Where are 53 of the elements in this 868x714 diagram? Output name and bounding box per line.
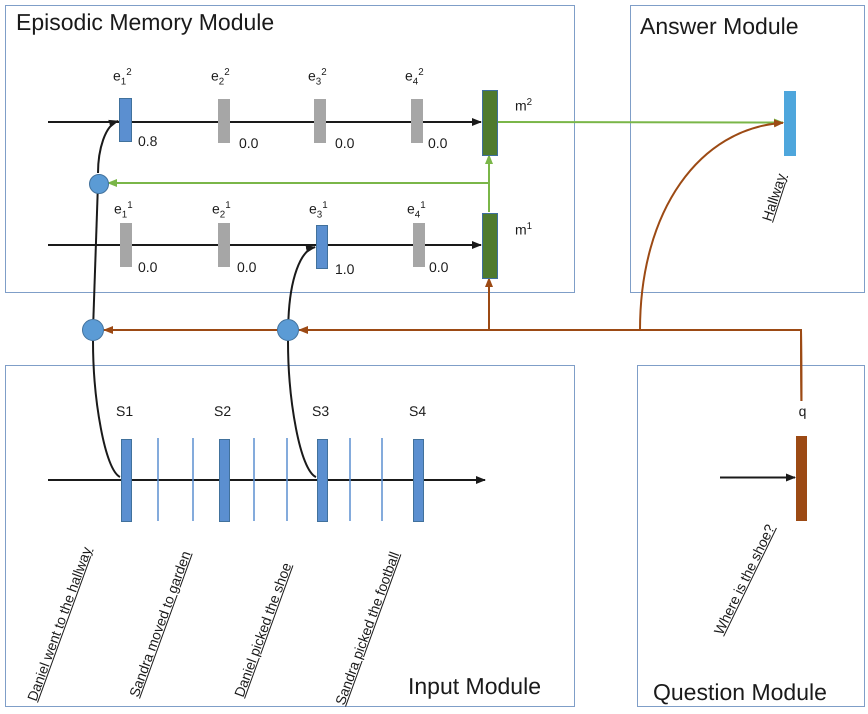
arrow xyxy=(107,179,490,212)
attention-score: 0.0 xyxy=(239,135,258,152)
vector-label: S1 xyxy=(116,403,134,420)
vector-bar xyxy=(219,439,230,522)
module-title: Input Module xyxy=(408,673,541,700)
attention-score: 0.8 xyxy=(138,133,158,150)
arrow xyxy=(48,241,482,249)
module-title: Question Module xyxy=(653,679,827,706)
attention-score: 0.0 xyxy=(428,135,448,152)
vector-bar xyxy=(120,223,132,267)
vector-bar xyxy=(317,439,328,522)
arrow xyxy=(287,246,316,320)
vector-bar xyxy=(784,91,796,156)
arrow xyxy=(497,118,784,126)
attention-score: 1.0 xyxy=(335,261,354,278)
vector-bar xyxy=(119,98,132,142)
gate-circle xyxy=(277,319,299,341)
gate-circle xyxy=(89,174,109,194)
vector-bar xyxy=(413,223,425,267)
gate-circle xyxy=(82,319,104,341)
arrow xyxy=(103,326,277,334)
vector-bar xyxy=(218,99,230,143)
arrow xyxy=(97,120,119,174)
module-panel xyxy=(630,5,865,293)
module-title: Answer Module xyxy=(640,13,799,40)
sentence-text: Daniel picked the shoe xyxy=(230,560,294,700)
vector-bar xyxy=(316,225,328,269)
attention-score: 0.0 xyxy=(138,259,158,276)
vector-bar xyxy=(411,99,423,143)
vector-label: S3 xyxy=(312,403,330,420)
vector-bar xyxy=(121,439,132,522)
module-panel xyxy=(5,365,575,707)
vector-label: S4 xyxy=(409,403,426,420)
attention-score: 0.0 xyxy=(237,259,256,276)
sentence-text: Sandra moved to garden xyxy=(126,548,194,700)
arrow xyxy=(48,118,482,126)
arrow xyxy=(720,474,796,482)
vector-bar xyxy=(413,439,424,522)
vector-label: m$^{1}$ xyxy=(515,221,532,238)
query-symbol-label: q xyxy=(798,403,806,419)
vector-label: m$^{2}$ xyxy=(515,97,532,114)
module-panel xyxy=(637,365,865,707)
arrow xyxy=(639,120,802,401)
vector-bar xyxy=(796,436,807,521)
attention-score: 0.0 xyxy=(335,135,354,152)
vector-label: S2 xyxy=(214,403,232,420)
vector-bar xyxy=(482,90,498,156)
attention-score: 0.0 xyxy=(429,259,448,276)
module-title: Episodic Memory Module xyxy=(16,9,274,36)
vector-bar xyxy=(314,99,326,143)
vector-bar xyxy=(218,223,230,267)
vector-bar xyxy=(482,213,498,279)
module-panel xyxy=(5,5,575,293)
